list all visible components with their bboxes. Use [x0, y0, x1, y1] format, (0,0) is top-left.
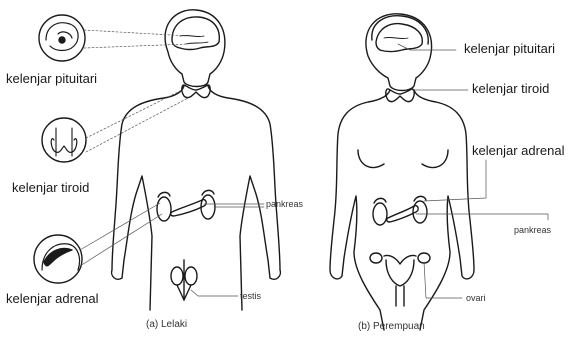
male-brain — [172, 17, 219, 50]
caption-male: (a) Lelaki — [146, 320, 187, 330]
label-male-pituitary: kelenjar pituitari — [6, 72, 97, 85]
label-male-pancreas: pankreas — [266, 200, 303, 209]
female-brain — [376, 24, 422, 52]
leader-lines — [80, 30, 548, 298]
label-male-thyroid: kelenjar tiroid — [12, 181, 89, 194]
female-breasts — [358, 150, 448, 168]
detail-circle-thyroid — [42, 118, 86, 162]
label-male-adrenal: kelenjar adrenal — [6, 292, 99, 305]
caption-female: (b) Perempuan — [358, 322, 425, 332]
label-female-thyroid: kelenjar tiroid — [472, 82, 549, 95]
label-female-ovary: ovari — [466, 294, 486, 303]
label-male-testis: testis — [240, 292, 261, 301]
label-female-pancreas: pankreas — [514, 226, 551, 235]
label-female-pituitary: kelenjar pituitari — [464, 42, 555, 55]
female-adrenal-kidney-icon — [373, 196, 427, 225]
male-figure — [112, 10, 281, 310]
label-female-adrenal: kelenjar adrenal — [472, 144, 565, 157]
male-pancreas-icon — [171, 200, 206, 216]
detail-circle-pituitary — [39, 15, 85, 61]
female-body-right — [414, 90, 474, 330]
male-head — [165, 10, 225, 87]
detail-circle-adrenal — [34, 235, 82, 283]
female-ovary-uterus-icon — [370, 253, 430, 306]
female-figure — [330, 14, 474, 330]
male-testis-icon — [171, 260, 197, 300]
male-body-right — [208, 86, 280, 310]
female-body-left — [330, 90, 390, 330]
